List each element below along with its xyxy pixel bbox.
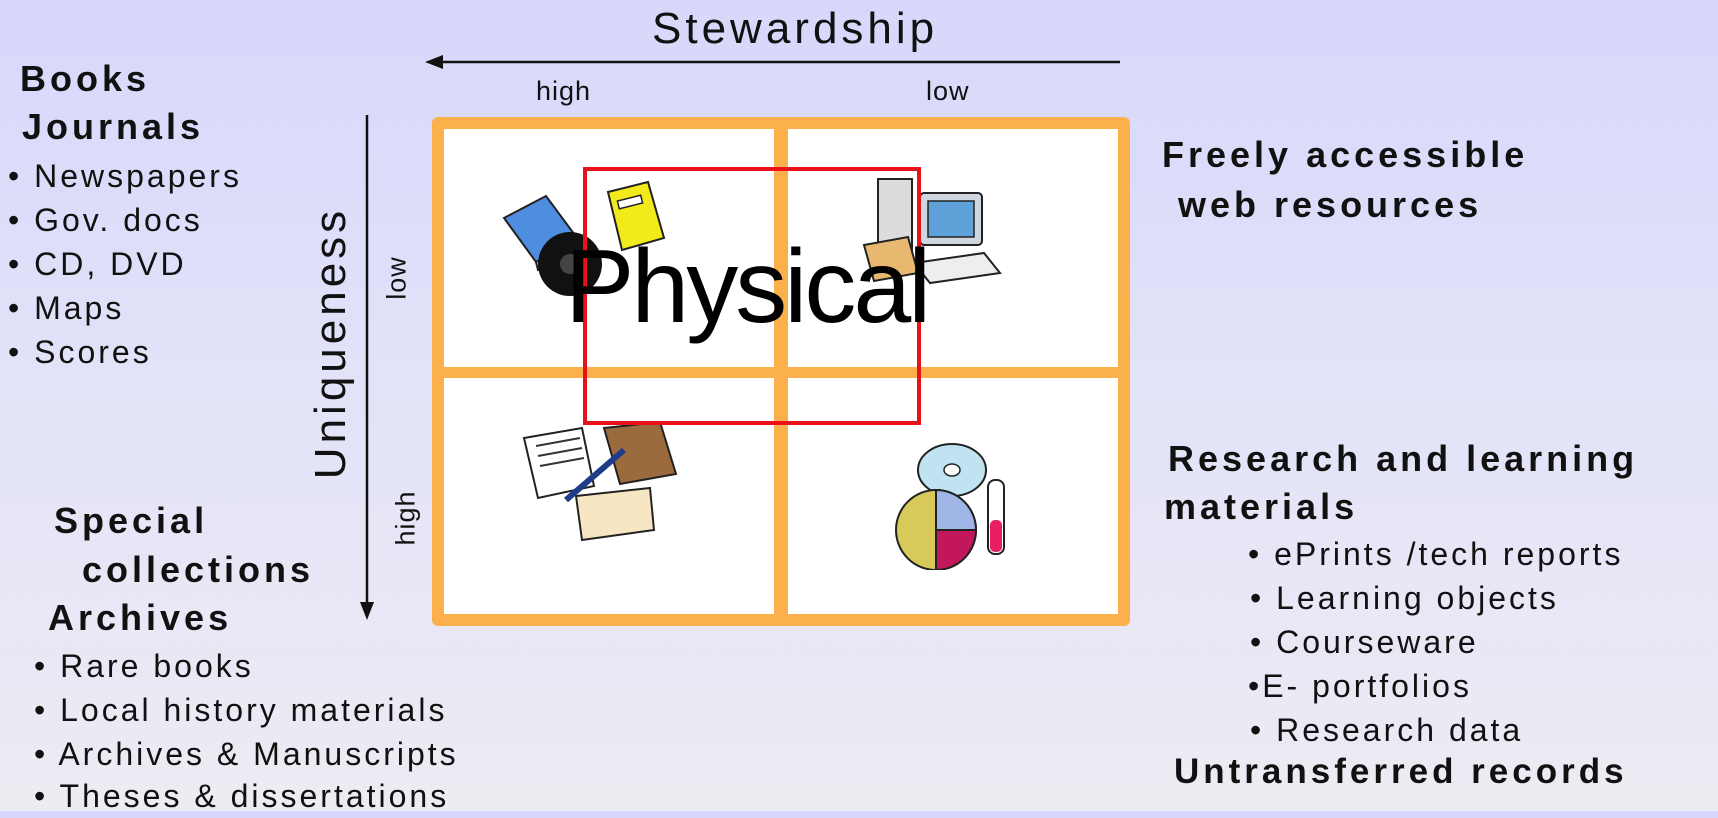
- research-data-item: • Research data: [1250, 712, 1524, 748]
- stewardship-high-label: high: [536, 76, 592, 106]
- archives-manuscripts-item: • Archives & Manuscripts: [34, 736, 459, 772]
- books-heading: Books: [20, 58, 151, 99]
- computer-icon: [862, 178, 1002, 285]
- collections-heading: collections: [82, 549, 315, 590]
- rare-books-item: • Rare books: [34, 648, 254, 684]
- archives-heading: Archives: [48, 597, 233, 638]
- e-portfolios-item: •E- portfolios: [1248, 668, 1472, 704]
- stewardship-low-label: low: [926, 76, 970, 106]
- materials-heading: materials: [1164, 486, 1359, 527]
- uniqueness-low-label: low: [381, 256, 412, 300]
- physical-label: Physical: [565, 229, 931, 345]
- theses-dissertations-item: • Theses & dissertations: [34, 778, 450, 814]
- special-heading: Special: [54, 500, 209, 541]
- documents-icon: [522, 420, 678, 542]
- cd-dvd-item: • CD, DVD: [8, 246, 187, 282]
- research-icon: [895, 443, 1005, 570]
- uniqueness-axis-title: Uniqueness: [306, 206, 355, 480]
- maps-item: • Maps: [8, 290, 125, 326]
- stewardship-arrow: [425, 55, 1120, 69]
- untransferred-records-heading: Untransferred records: [1174, 752, 1628, 791]
- eprints-item: • ePrints /tech reports: [1248, 536, 1624, 572]
- local-history-item: • Local history materials: [34, 692, 448, 728]
- uniqueness-high-label: high: [390, 490, 421, 546]
- learning-objects-item: • Learning objects: [1250, 580, 1559, 616]
- uniqueness-arrow: [360, 115, 374, 620]
- research-learning-heading: Research and learning: [1168, 438, 1639, 479]
- stewardship-axis-title: Stewardship: [652, 4, 939, 53]
- newspapers-item: • Newspapers: [8, 158, 242, 194]
- journals-heading: Journals: [22, 106, 205, 147]
- web-resources-heading: web resources: [1178, 184, 1483, 225]
- courseware-item: • Courseware: [1250, 624, 1479, 660]
- freely-accessible-heading: Freely accessible: [1162, 134, 1529, 175]
- scores-item: • Scores: [8, 334, 152, 370]
- physical-highlight-box: [583, 167, 921, 425]
- gov-docs-item: • Gov. docs: [8, 202, 203, 238]
